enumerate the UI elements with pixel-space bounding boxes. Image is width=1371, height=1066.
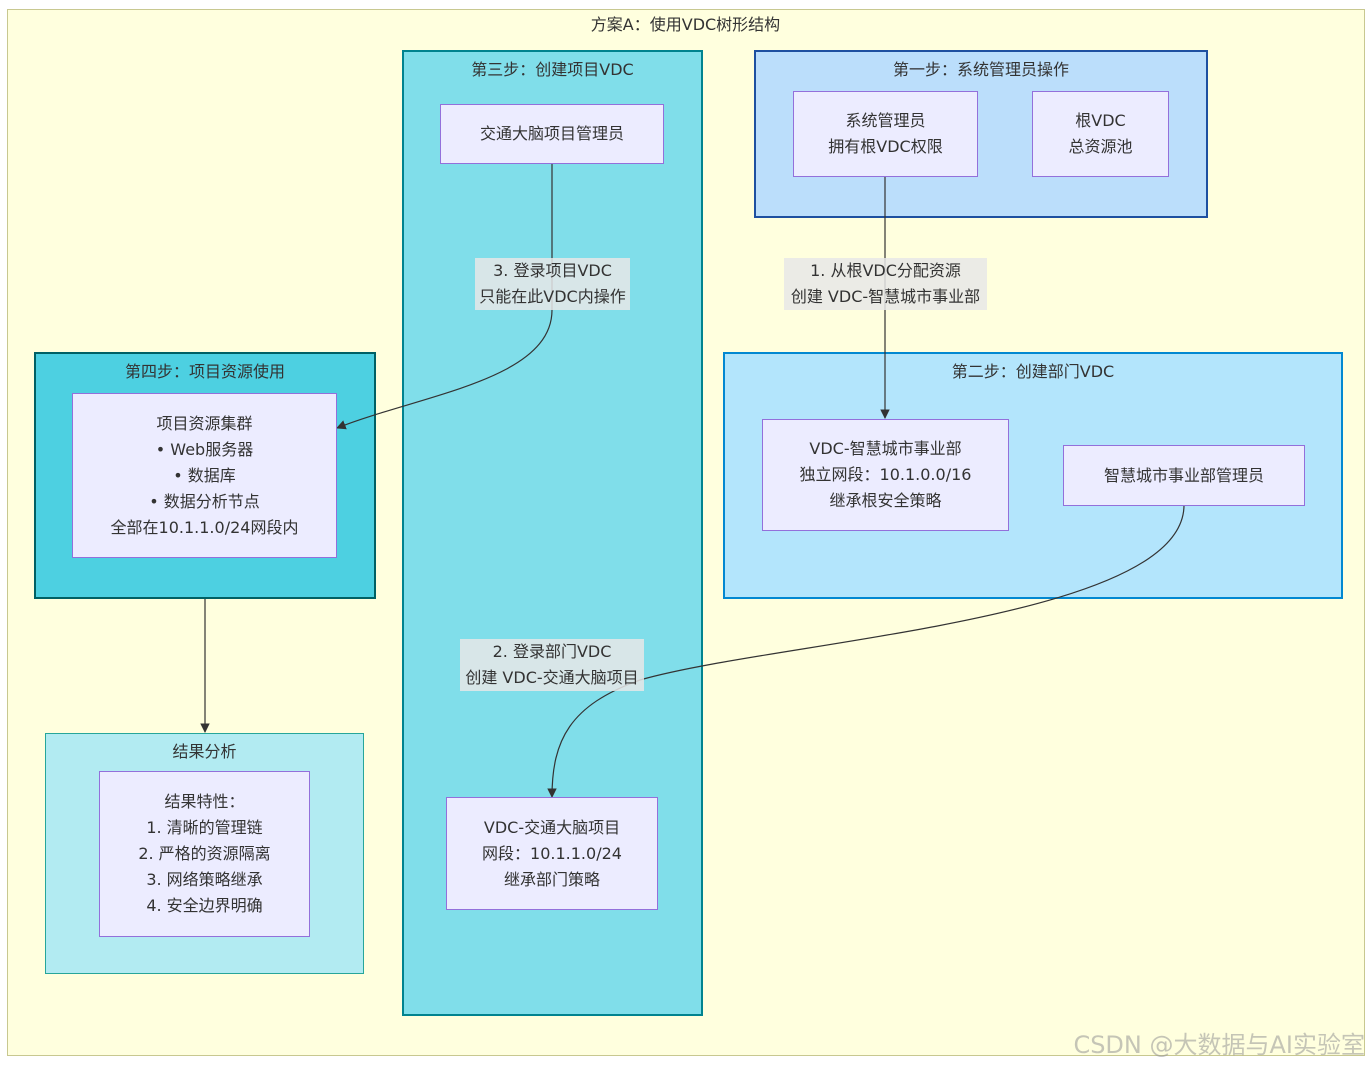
edge-label-1: 1. 从根VDC分配资源 创建 VDC-智慧城市事业部 bbox=[784, 258, 987, 310]
node-projadmin: 交通大脑项目管理员 bbox=[440, 104, 664, 164]
cluster-result-title: 结果分析 bbox=[172, 742, 237, 761]
cluster-step1-title: 第一步：系统管理员操作 bbox=[892, 60, 1069, 79]
node-deptvdc-line1: VDC-智慧城市事业部 bbox=[809, 439, 962, 458]
node-deptadmin: 智慧城市事业部管理员 bbox=[1063, 445, 1305, 506]
node-cluster-line1: 项目资源集群 bbox=[156, 413, 253, 433]
node-rootvdc: 根VDC 总资源池 bbox=[1032, 91, 1169, 177]
node-rootvdc-line2: 总资源池 bbox=[1068, 137, 1133, 156]
node-deptadmin-line1: 智慧城市事业部管理员 bbox=[1103, 465, 1264, 485]
edge-label-2: 2. 登录部门VDC 创建 VDC-交通大脑项目 bbox=[460, 639, 644, 691]
edge-label-1-line2: 创建 VDC-智慧城市事业部 bbox=[790, 287, 981, 306]
node-cluster-line3: • 数据库 bbox=[173, 465, 236, 485]
edge-label-3: 3. 登录项目VDC 只能在此VDC内操作 bbox=[475, 258, 630, 310]
node-sysadmin-line2: 拥有根VDC权限 bbox=[828, 137, 943, 156]
node-sysadmin: 系统管理员 拥有根VDC权限 bbox=[793, 91, 978, 177]
edge-label-3-line2: 只能在此VDC内操作 bbox=[479, 287, 626, 306]
node-rootvdc-line1: 根VDC bbox=[1075, 111, 1126, 130]
node-result-line3: 2. 严格的资源隔离 bbox=[138, 844, 271, 863]
node-result-line2: 1. 清晰的管理链 bbox=[146, 818, 263, 837]
cluster-step4-title: 第四步：项目资源使用 bbox=[124, 362, 285, 381]
node-cluster-line4: • 数据分析节点 bbox=[149, 491, 260, 511]
node-projvdc-line3: 继承部门策略 bbox=[503, 869, 600, 889]
node-result-line4: 3. 网络策略继承 bbox=[146, 870, 263, 889]
node-cluster-line5: 全部在10.1.1.0/24网段内 bbox=[110, 517, 299, 537]
node-result-features: 结果特性： 1. 清晰的管理链 2. 严格的资源隔离 3. 网络策略继承 4. … bbox=[99, 771, 310, 937]
node-deptvdc-line3: 继承根安全策略 bbox=[829, 491, 942, 510]
node-projvdc-line1: VDC-交通大脑项目 bbox=[483, 817, 621, 837]
node-cluster-line2: • Web服务器 bbox=[155, 439, 254, 459]
edge-label-1-line1: 1. 从根VDC分配资源 bbox=[810, 261, 961, 280]
cluster-step2-title: 第二步：创建部门VDC bbox=[951, 362, 1115, 381]
node-result-line1: 结果特性： bbox=[164, 792, 245, 811]
edge-label-2-line2: 创建 VDC-交通大脑项目 bbox=[465, 668, 639, 687]
node-projvdc: VDC-交通大脑项目 网段：10.1.1.0/24 继承部门策略 bbox=[446, 797, 658, 910]
edge-projadmin-to-cluster bbox=[336, 163, 553, 430]
diagram-title: 方案A：使用VDC树形结构 bbox=[590, 15, 781, 34]
node-deptvdc: VDC-智慧城市事业部 独立网段：10.1.0.0/16 继承根安全策略 bbox=[762, 419, 1009, 531]
watermark: CSDN @大数据与AI实验室 bbox=[1073, 1031, 1365, 1059]
node-result-line5: 4. 安全边界明确 bbox=[146, 896, 263, 915]
node-projvdc-line2: 网段：10.1.1.0/24 bbox=[482, 843, 622, 863]
node-cluster-resources: 项目资源集群 • Web服务器 • 数据库 • 数据分析节点 全部在10.1.1… bbox=[72, 393, 337, 558]
edge-label-2-line1: 2. 登录部门VDC bbox=[492, 642, 612, 661]
edge-deptadmin-to-projvdc bbox=[547, 504, 1185, 798]
node-deptvdc-line2: 独立网段：10.1.0.0/16 bbox=[799, 465, 972, 484]
node-sysadmin-line1: 系统管理员 bbox=[845, 111, 926, 130]
cluster-step3-title: 第三步：创建项目VDC bbox=[471, 60, 634, 79]
edge-label-3-line1: 3. 登录项目VDC bbox=[493, 261, 612, 280]
node-projadmin-line1: 交通大脑项目管理员 bbox=[479, 124, 624, 143]
